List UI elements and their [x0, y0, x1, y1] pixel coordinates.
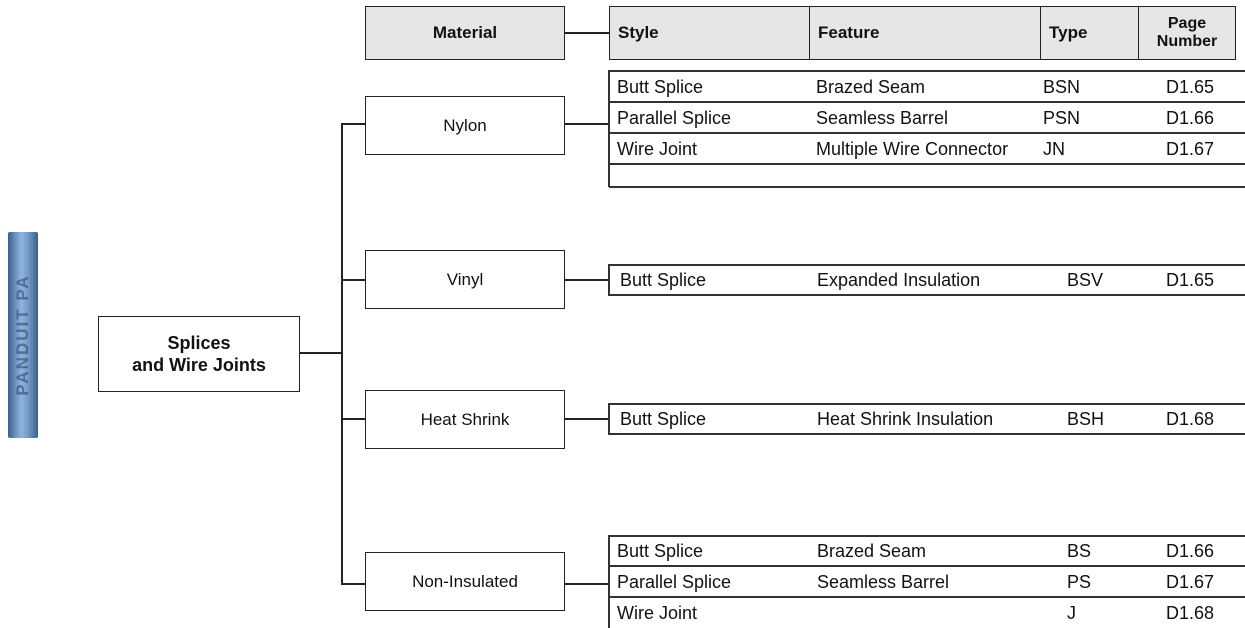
nylon-row-2-feature: Seamless Barrel [816, 107, 948, 129]
non-insulated-row-2-type: PS [1067, 571, 1091, 593]
heat-shrink-row-1-page: D1.68 [1166, 408, 1214, 430]
non-insulated-row-3-type: J [1067, 602, 1076, 624]
vinyl-table-connector [565, 279, 609, 281]
root-node: Splices and Wire Joints [98, 316, 300, 392]
branch-heat-shrink [341, 418, 365, 420]
non-insulated-table-edge [608, 535, 610, 628]
non-insulated-row-3-style: Wire Joint [617, 602, 697, 624]
nylon-row-3-feature: Multiple Wire Connector [816, 138, 1008, 160]
header-type: Type [1040, 6, 1139, 60]
non-insulated-row-1-style: Butt Splice [617, 540, 703, 562]
branch-non-insulated [341, 583, 365, 585]
non-insulated-rule-2 [609, 596, 1245, 598]
nylon-table-connector [565, 123, 609, 125]
nylon-table-edge [608, 70, 610, 187]
nylon-row-2-type: PSN [1043, 107, 1080, 129]
nylon-rule-1 [609, 101, 1245, 103]
nylon-row-1-style: Butt Splice [617, 76, 703, 98]
nylon-row-1-feature: Brazed Seam [816, 76, 925, 98]
root-line-2: and Wire Joints [132, 354, 266, 376]
heat-shrink-table-connector [565, 418, 609, 420]
non-insulated-rule-top [609, 535, 1245, 537]
vinyl-row-1-style: Butt Splice [620, 269, 706, 291]
non-insulated-row-1-feature: Brazed Seam [817, 540, 926, 562]
non-insulated-row-2-feature: Seamless Barrel [817, 571, 949, 593]
nylon-row-1-type: BSN [1043, 76, 1080, 98]
vinyl-table-edge [608, 264, 610, 296]
nylon-rule-top [609, 70, 1245, 72]
heat-shrink-row-1-feature: Heat Shrink Insulation [817, 408, 993, 430]
non-insulated-row-1-page: D1.66 [1166, 540, 1214, 562]
nylon-rule-bottom [609, 186, 1245, 188]
vinyl-rule-bottom [609, 294, 1245, 296]
non-insulated-rule-1 [609, 565, 1245, 567]
nylon-row-3-page: D1.67 [1166, 138, 1214, 160]
trunk-line [341, 123, 343, 585]
branch-vinyl [341, 279, 365, 281]
heat-shrink-table-edge [608, 403, 610, 435]
nylon-row-2-page: D1.66 [1166, 107, 1214, 129]
non-insulated-row-2-style: Parallel Splice [617, 571, 731, 593]
splice-connector-image: PANDUIT PA [8, 232, 38, 438]
product-imprint: PANDUIT PA [13, 274, 33, 395]
vinyl-row-1-type: BSV [1067, 269, 1103, 291]
nylon-row-1-page: D1.65 [1166, 76, 1214, 98]
header-feature: Feature [809, 6, 1041, 60]
root-line-1: Splices [167, 332, 230, 354]
heat-shrink-rule-bottom [609, 433, 1245, 435]
nylon-row-3-style: Wire Joint [617, 138, 697, 160]
header-material: Material [365, 6, 565, 60]
material-vinyl: Vinyl [365, 250, 565, 309]
material-nylon: Nylon [365, 96, 565, 155]
branch-nylon [341, 123, 365, 125]
nylon-row-2-style: Parallel Splice [617, 107, 731, 129]
non-insulated-row-1-type: BS [1067, 540, 1091, 562]
nylon-rule-2 [609, 132, 1245, 134]
nylon-rule-3 [609, 163, 1245, 165]
header-page-line-1: Page [1168, 15, 1206, 33]
vinyl-row-1-page: D1.65 [1166, 269, 1214, 291]
header-page-line-2: Number [1157, 33, 1217, 51]
root-connector [300, 352, 342, 354]
header-style: Style [609, 6, 810, 60]
non-insulated-row-2-page: D1.67 [1166, 571, 1214, 593]
material-heat-shrink: Heat Shrink [365, 390, 565, 449]
heat-shrink-row-1-type: BSH [1067, 408, 1104, 430]
vinyl-row-1-feature: Expanded Insulation [817, 269, 980, 291]
heat-shrink-rule-top [609, 403, 1245, 405]
header-connector [565, 32, 609, 34]
non-insulated-table-connector [565, 583, 609, 585]
vinyl-rule-top [609, 264, 1245, 266]
nylon-row-3-type: JN [1043, 138, 1065, 160]
non-insulated-row-3-page: D1.68 [1166, 602, 1214, 624]
header-page-number: Page Number [1138, 6, 1236, 60]
material-non-insulated: Non-Insulated [365, 552, 565, 611]
heat-shrink-row-1-style: Butt Splice [620, 408, 706, 430]
